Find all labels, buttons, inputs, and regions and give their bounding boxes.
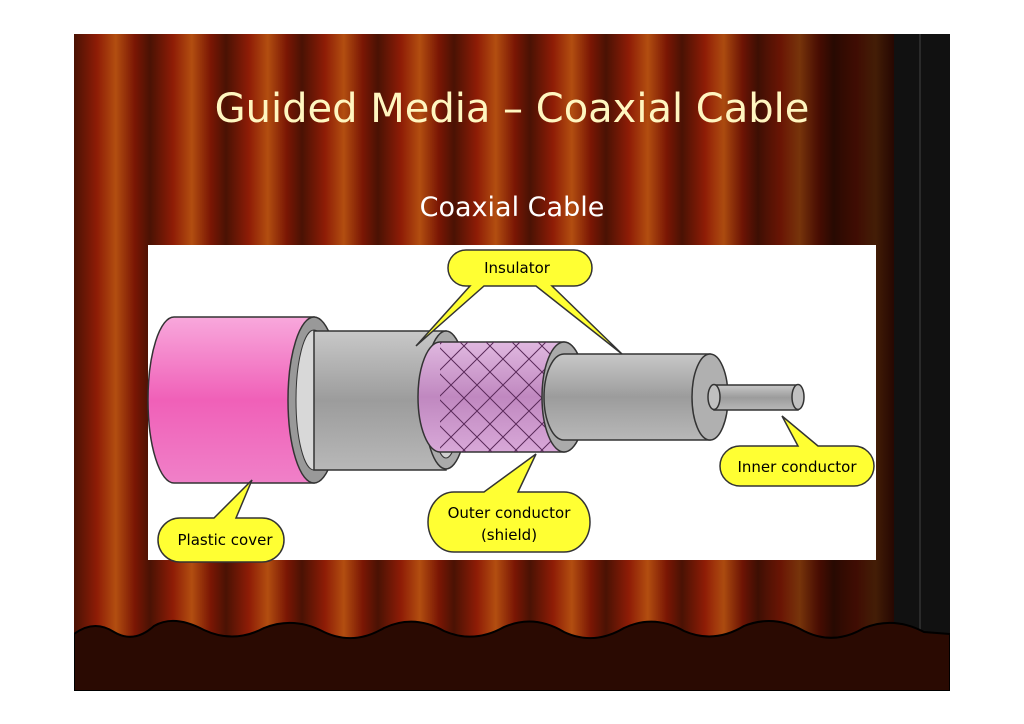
slide-background: Insulator Plastic cover Outer conductor …	[74, 34, 950, 691]
label-insulator: Insulator	[484, 259, 551, 277]
plastic-cover-segment	[147, 316, 341, 484]
slide: Insulator Plastic cover Outer conductor …	[74, 34, 950, 691]
inner-conductor-wire	[707, 383, 805, 411]
label-outer-conductor: Outer conductor	[448, 504, 572, 522]
label-inner-conductor: Inner conductor	[737, 458, 857, 476]
callout-outer-conductor	[427, 453, 591, 553]
callout-plastic-cover	[157, 479, 285, 563]
label-plastic-cover: Plastic cover	[178, 531, 274, 549]
callout-inner-conductor	[719, 415, 875, 487]
diagram-heading: Coaxial Cable	[419, 192, 605, 223]
inner-insulator-segment	[543, 353, 729, 441]
slide-title: Guided Media – Coaxial Cable	[214, 86, 810, 132]
callout-insulator	[415, 249, 623, 355]
label-outer-conductor-shield: (shield)	[481, 526, 537, 544]
